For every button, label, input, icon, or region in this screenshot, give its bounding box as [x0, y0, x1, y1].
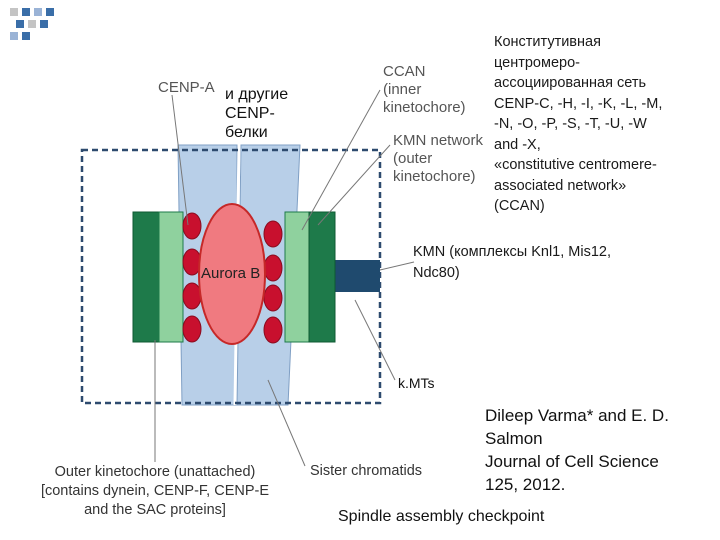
- kmn-network-label: KMN network (outer kinetochore): [393, 132, 484, 185]
- outer-kinetochore-plate-left: [132, 211, 160, 343]
- ccan-label: CCAN (inner kinetochore): [383, 63, 466, 116]
- cenp-a-label: CENP-A: [158, 79, 215, 96]
- aurora-b-ellipse: [198, 203, 266, 345]
- inner-kinetochore-plate-left: [158, 211, 184, 343]
- inner-kinetochore-plate-right: [284, 211, 310, 343]
- outer-kinetochore-label: Outer kinetochore (unattached) [contains…: [40, 464, 270, 518]
- outer-kinetochore-plate-right: [308, 211, 336, 343]
- other-cenp-label: и другие CENP- белки: [225, 86, 289, 141]
- sister-chromatids-label: Sister chromatids: [310, 463, 423, 479]
- spindle-checkpoint-label: Spindle assembly checkpoint: [338, 508, 545, 525]
- ccan-description: Конститутивная центромеро- ассоциированн…: [494, 34, 663, 214]
- microtubule-bar: [330, 260, 380, 292]
- pointer-lines: [154, 89, 415, 467]
- aurora-b-label: Aurora B: [201, 265, 261, 282]
- kmn-description: KMN (комплексы Knl1, Mis12, Ndc80): [413, 244, 611, 281]
- citation: Dileep Varma* and E. D. Salmon Journal o…: [485, 406, 669, 494]
- kmts-label: k.MTs: [398, 375, 435, 391]
